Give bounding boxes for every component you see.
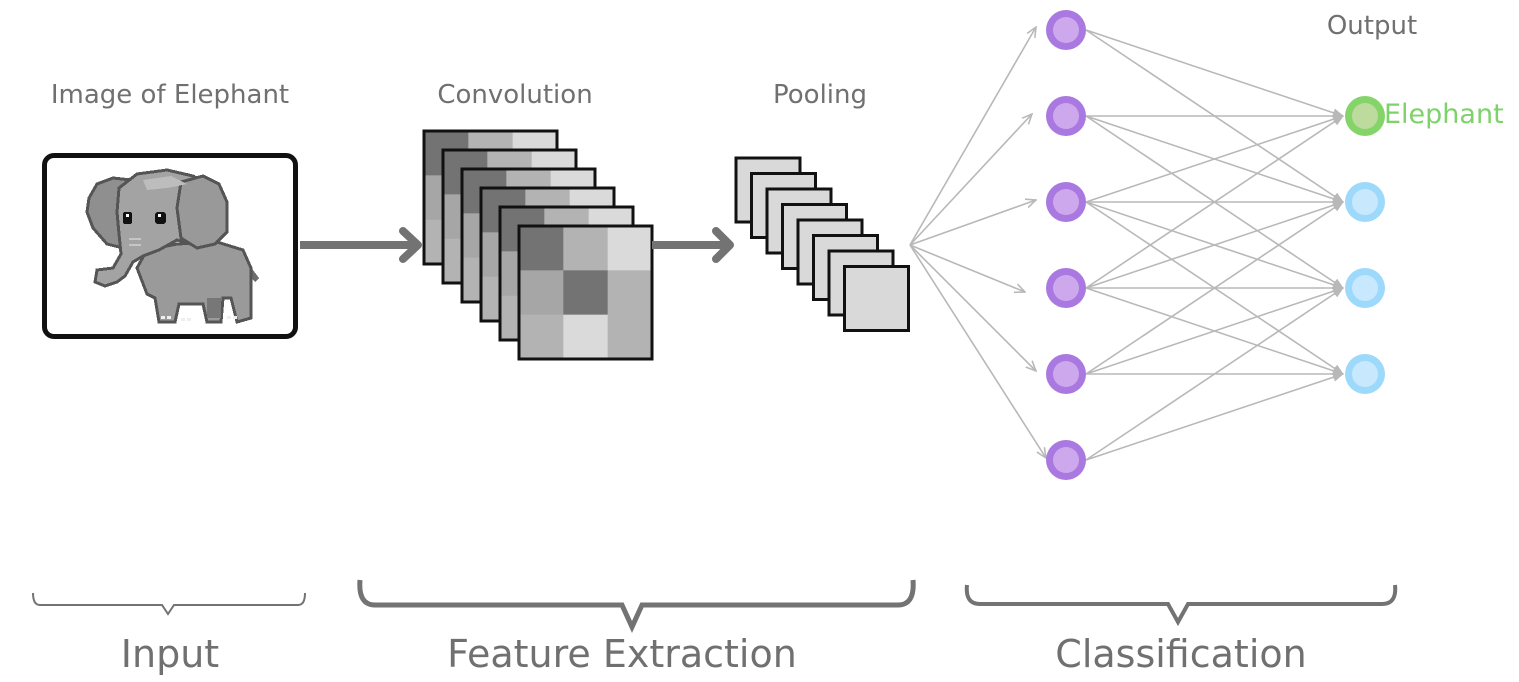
feature-map-cell bbox=[519, 270, 564, 316]
input-brace bbox=[32, 592, 306, 616]
flatten-edge bbox=[909, 244, 1046, 458]
feature-map-cell bbox=[607, 226, 653, 271]
output-stage-title: Output bbox=[1326, 11, 1418, 41]
dense-edge bbox=[1085, 287, 1344, 461]
convolution-to-pooling-arrow bbox=[652, 227, 734, 263]
hidden-layer bbox=[1046, 10, 1086, 480]
predicted-class-label: Elephant bbox=[1384, 99, 1504, 130]
convolution-feature-maps bbox=[422, 129, 654, 361]
pooling-maps bbox=[734, 156, 910, 332]
hidden-neuron bbox=[1046, 182, 1086, 222]
input-stage-title: Image of Elephant bbox=[50, 80, 290, 110]
pooling-stage-title: Pooling bbox=[773, 80, 867, 110]
flatten-edge bbox=[909, 244, 1036, 371]
dense-edge bbox=[1085, 29, 1345, 118]
output-neuron-predicted bbox=[1345, 96, 1385, 136]
output-layer bbox=[1345, 96, 1385, 394]
flatten-edge bbox=[909, 27, 1036, 246]
feature-map-border bbox=[517, 224, 654, 361]
hidden-neuron bbox=[1046, 354, 1086, 394]
feature-map-cell bbox=[519, 314, 564, 360]
dense-edge bbox=[1085, 200, 1345, 289]
feature-map-cell bbox=[607, 270, 653, 316]
convolution-feature-map bbox=[517, 224, 654, 361]
feature-map-cell bbox=[563, 270, 609, 316]
output-neuron bbox=[1345, 268, 1385, 308]
section-label-feature-extraction: Feature Extraction bbox=[447, 632, 797, 676]
dense-edge bbox=[1085, 372, 1345, 461]
hidden-neuron bbox=[1046, 268, 1086, 308]
hidden-neuron bbox=[1046, 10, 1086, 50]
feature-map-cell bbox=[607, 314, 653, 360]
flatten-to-hidden-edges bbox=[909, 27, 1046, 458]
dense-edge bbox=[1085, 115, 1344, 289]
pooling-map bbox=[843, 265, 910, 332]
feature-map-cell bbox=[563, 226, 609, 271]
input-to-convolution-arrow bbox=[300, 227, 422, 263]
output-neuron bbox=[1345, 182, 1385, 222]
hidden-neuron bbox=[1046, 440, 1086, 480]
feature-map-cell bbox=[519, 226, 564, 271]
dense-edge bbox=[1085, 201, 1344, 375]
output-neuron bbox=[1345, 354, 1385, 394]
hidden-neuron bbox=[1046, 96, 1086, 136]
feature-extraction-brace bbox=[357, 579, 916, 634]
hidden-to-output-edges bbox=[1085, 29, 1345, 461]
convolution-stage-title: Convolution bbox=[437, 80, 593, 110]
flatten-edge bbox=[909, 114, 1032, 246]
dense-edge bbox=[1085, 114, 1345, 203]
input-image-frame bbox=[42, 153, 298, 339]
classification-brace bbox=[964, 584, 1398, 627]
dense-edge bbox=[1085, 286, 1345, 375]
section-label-input: Input bbox=[120, 632, 220, 676]
flatten-edge bbox=[909, 200, 1036, 246]
flatten-edge bbox=[909, 244, 1025, 292]
elephant-icon bbox=[85, 168, 259, 324]
feature-map-cell bbox=[563, 314, 609, 360]
section-label-classification: Classification bbox=[1055, 632, 1307, 676]
